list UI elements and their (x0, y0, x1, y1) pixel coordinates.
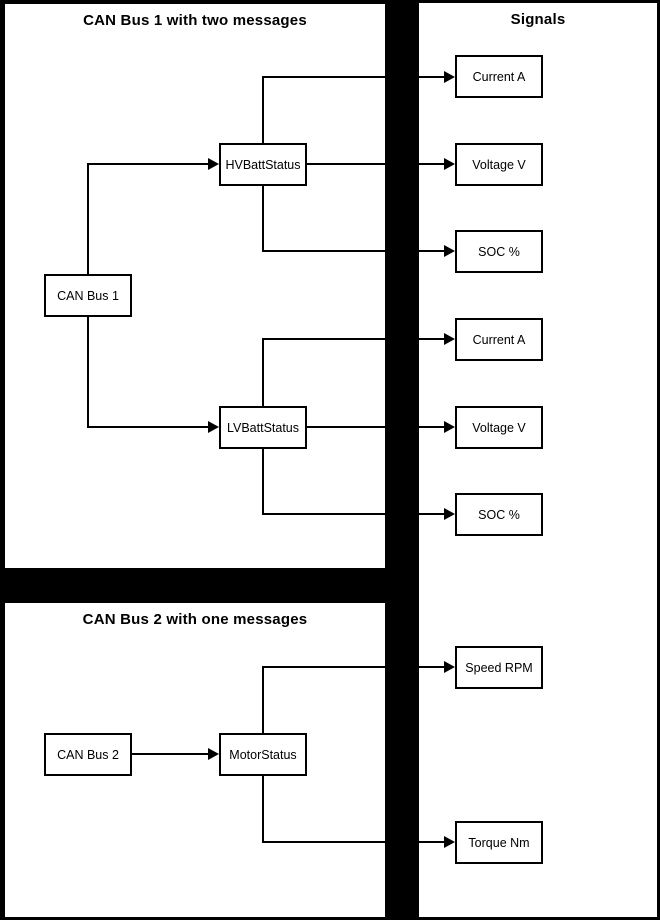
arrowhead-lv-soc (444, 508, 455, 520)
arrowhead-hv-soc (444, 245, 455, 257)
connector-lv-soc-horizontal (262, 513, 445, 515)
connector-motor-speed-vertical (262, 666, 264, 735)
node-signal-hv-voltage: Voltage V (455, 143, 543, 186)
arrowhead-motor-torque (444, 836, 455, 848)
connector-lv-current-vertical (262, 338, 264, 408)
arrowhead-bus2-motor (208, 748, 219, 760)
arrowhead-motor-speed (444, 661, 455, 673)
node-can-bus-2: CAN Bus 2 (44, 733, 132, 776)
node-signal-lv-current: Current A (455, 318, 543, 361)
connector-lv-voltage-horizontal (305, 426, 445, 428)
node-signal-hv-current: Current A (455, 55, 543, 98)
connector-hv-soc-horizontal (262, 250, 445, 252)
panel-can-bus-1-title: CAN Bus 1 with two messages (83, 12, 307, 29)
node-lv-batt-status: LVBattStatus (219, 406, 307, 449)
connector-lv-soc-vertical (262, 447, 264, 515)
node-can-bus-1: CAN Bus 1 (44, 274, 132, 317)
connector-hv-soc-vertical (262, 184, 264, 252)
connector-motor-torque-vertical (262, 774, 264, 843)
connector-hv-current-horizontal (262, 76, 445, 78)
arrowhead-hv-voltage (444, 158, 455, 170)
node-signal-motor-speed: Speed RPM (455, 646, 543, 689)
connector-bus1-hv-horizontal (87, 163, 209, 165)
arrowhead-hv-current (444, 71, 455, 83)
node-signal-hv-soc: SOC % (455, 230, 543, 273)
node-signal-motor-torque: Torque Nm (455, 821, 543, 864)
node-motor-status: MotorStatus (219, 733, 307, 776)
arrowhead-bus1-lv (208, 421, 219, 433)
arrowhead-lv-current (444, 333, 455, 345)
connector-lv-current-horizontal (262, 338, 445, 340)
connector-hv-current-vertical (262, 76, 264, 145)
connector-bus2-motor-horizontal (132, 753, 209, 755)
node-signal-lv-soc: SOC % (455, 493, 543, 536)
connector-bus1-lv-vertical (87, 316, 89, 428)
connector-hv-voltage-horizontal (305, 163, 445, 165)
connector-motor-torque-horizontal (262, 841, 445, 843)
panel-signals-title: Signals (510, 11, 566, 28)
arrowhead-lv-voltage (444, 421, 455, 433)
panel-can-bus-2-title: CAN Bus 2 with one messages (82, 611, 308, 628)
connector-motor-speed-horizontal (262, 666, 445, 668)
arrowhead-bus1-hv (208, 158, 219, 170)
panel-signals: Signals (419, 3, 657, 917)
connector-bus1-lv-horizontal (87, 426, 209, 428)
connector-bus1-hv-vertical (87, 163, 89, 275)
node-signal-lv-voltage: Voltage V (455, 406, 543, 449)
node-hv-batt-status: HVBattStatus (219, 143, 307, 186)
